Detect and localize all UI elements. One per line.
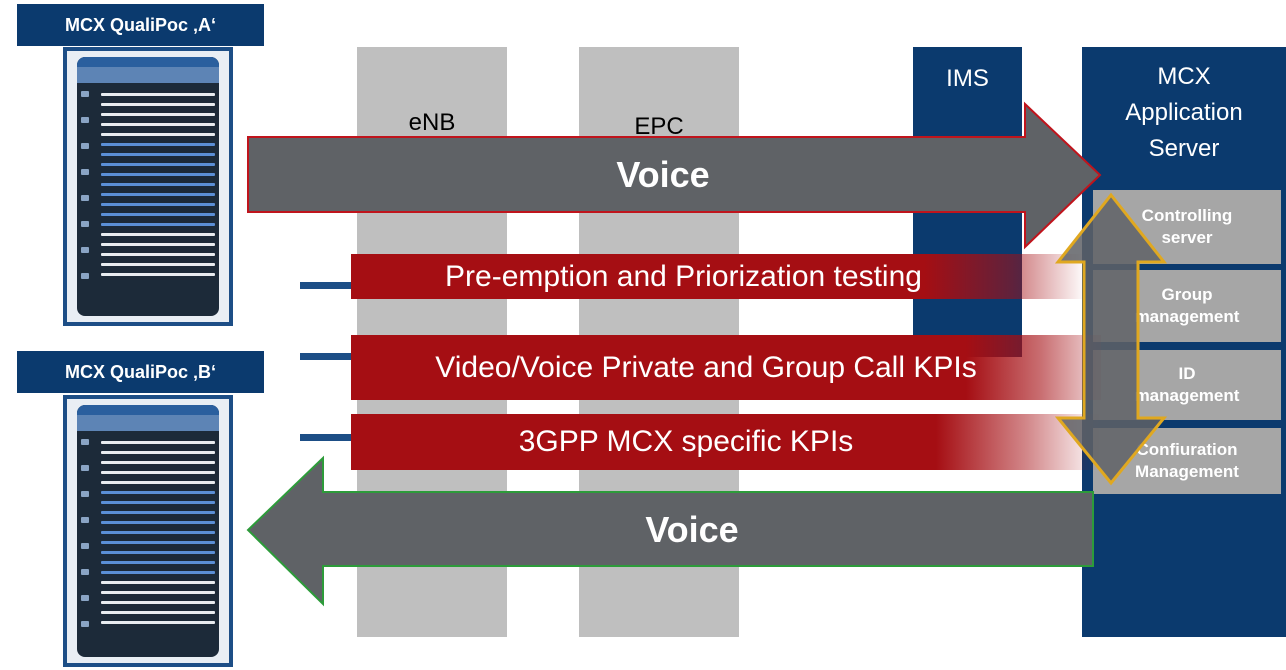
connector-line-2 xyxy=(300,353,351,360)
download-icon xyxy=(81,195,89,201)
connector-line-1 xyxy=(300,282,351,289)
mcx-application-server: MCX Application Server xyxy=(1082,47,1286,637)
phone-a-label: MCX QualiPoc ‚A‘ xyxy=(17,4,264,46)
log-line xyxy=(101,621,215,624)
list-icon xyxy=(81,621,89,627)
log-line xyxy=(101,561,215,564)
upload-icon xyxy=(81,569,89,575)
module-line: management xyxy=(1134,386,1240,405)
log-line xyxy=(101,153,215,156)
voice-arrow-right xyxy=(247,101,1102,250)
module-line: Management xyxy=(1135,462,1239,481)
app-tabs xyxy=(77,67,219,83)
server-title-line-2: Application xyxy=(1125,99,1243,126)
log-line xyxy=(101,581,215,584)
menu-icon xyxy=(81,117,89,123)
location-icon xyxy=(81,491,89,497)
signal-icon xyxy=(81,517,89,523)
menu-icon xyxy=(81,465,89,471)
kpi-label: Video/Voice Private and Group Call KPIs xyxy=(435,350,977,384)
log-line xyxy=(101,511,215,514)
kpi-label: 3GPP MCX specific KPIs xyxy=(518,425,854,458)
log-line xyxy=(101,451,215,454)
log-line xyxy=(101,531,215,534)
log-line xyxy=(101,243,215,246)
ims-label: IMS xyxy=(946,65,989,92)
log-line xyxy=(101,223,215,226)
log-line xyxy=(101,163,215,166)
log-line xyxy=(101,551,215,554)
log-line xyxy=(101,571,215,574)
phone-icon xyxy=(81,595,89,601)
module-line: Confiuration xyxy=(1136,440,1238,459)
voice-arrow-right-label: Voice xyxy=(616,154,709,195)
log-line xyxy=(101,461,215,464)
log-line xyxy=(101,123,215,126)
server-title-line-1: MCX xyxy=(1157,63,1211,90)
gear-icon xyxy=(81,439,89,445)
log-line xyxy=(101,203,215,206)
log-line xyxy=(101,253,215,256)
kpi-label: Pre-emption and Priorization testing xyxy=(445,259,922,293)
double-arrow-vertical xyxy=(1054,192,1168,486)
log-line xyxy=(101,233,215,236)
module-line: Controlling xyxy=(1141,206,1233,225)
log-line xyxy=(101,133,215,136)
enb-label: eNB xyxy=(408,109,456,136)
log-line xyxy=(101,103,215,106)
connector-line-3 xyxy=(300,434,351,441)
kpi-bar-preemption: Pre-emption and Priorization testing xyxy=(351,254,1086,299)
status-bar xyxy=(77,57,219,67)
status-bar xyxy=(77,405,219,415)
log-line xyxy=(101,93,215,96)
log-line xyxy=(101,441,215,444)
kpi-bar-3gpp: 3GPP MCX specific KPIs xyxy=(351,414,1101,470)
phone-b-screenshot xyxy=(63,395,233,667)
list-icon xyxy=(81,273,89,279)
app-tabs xyxy=(77,415,219,431)
log-line xyxy=(101,173,215,176)
log-line xyxy=(101,601,215,604)
phone-b-label: MCX QualiPoc ‚B‘ xyxy=(17,351,264,393)
log-line xyxy=(101,183,215,186)
module-line: management xyxy=(1134,307,1240,326)
signal-icon xyxy=(81,169,89,175)
voice-arrow-left xyxy=(246,455,1094,607)
log-line xyxy=(101,193,215,196)
epc-label: EPC xyxy=(634,113,684,140)
phone-icon xyxy=(81,247,89,253)
kpi-bar-video-voice: Video/Voice Private and Group Call KPIs xyxy=(351,335,1101,400)
module-line: server xyxy=(1161,228,1213,247)
location-icon xyxy=(81,143,89,149)
log-line xyxy=(101,521,215,524)
log-line xyxy=(101,263,215,266)
server-title-line-3: Server xyxy=(1148,135,1220,162)
log-line xyxy=(101,611,215,614)
module-line: ID xyxy=(1178,364,1196,383)
phone-b-screen xyxy=(77,405,219,657)
module-line: Group xyxy=(1161,285,1213,304)
log-line xyxy=(101,143,215,146)
upload-icon xyxy=(81,221,89,227)
log-line xyxy=(101,113,215,116)
log-line xyxy=(101,501,215,504)
log-line xyxy=(101,541,215,544)
voice-arrow-left-label: Voice xyxy=(645,509,738,550)
log-line xyxy=(101,273,215,276)
gear-icon xyxy=(81,91,89,97)
log-line xyxy=(101,491,215,494)
log-line xyxy=(101,481,215,484)
phone-a-screenshot xyxy=(63,47,233,326)
log-line xyxy=(101,471,215,474)
log-line xyxy=(101,213,215,216)
phone-a-screen xyxy=(77,57,219,316)
download-icon xyxy=(81,543,89,549)
log-line xyxy=(101,591,215,594)
